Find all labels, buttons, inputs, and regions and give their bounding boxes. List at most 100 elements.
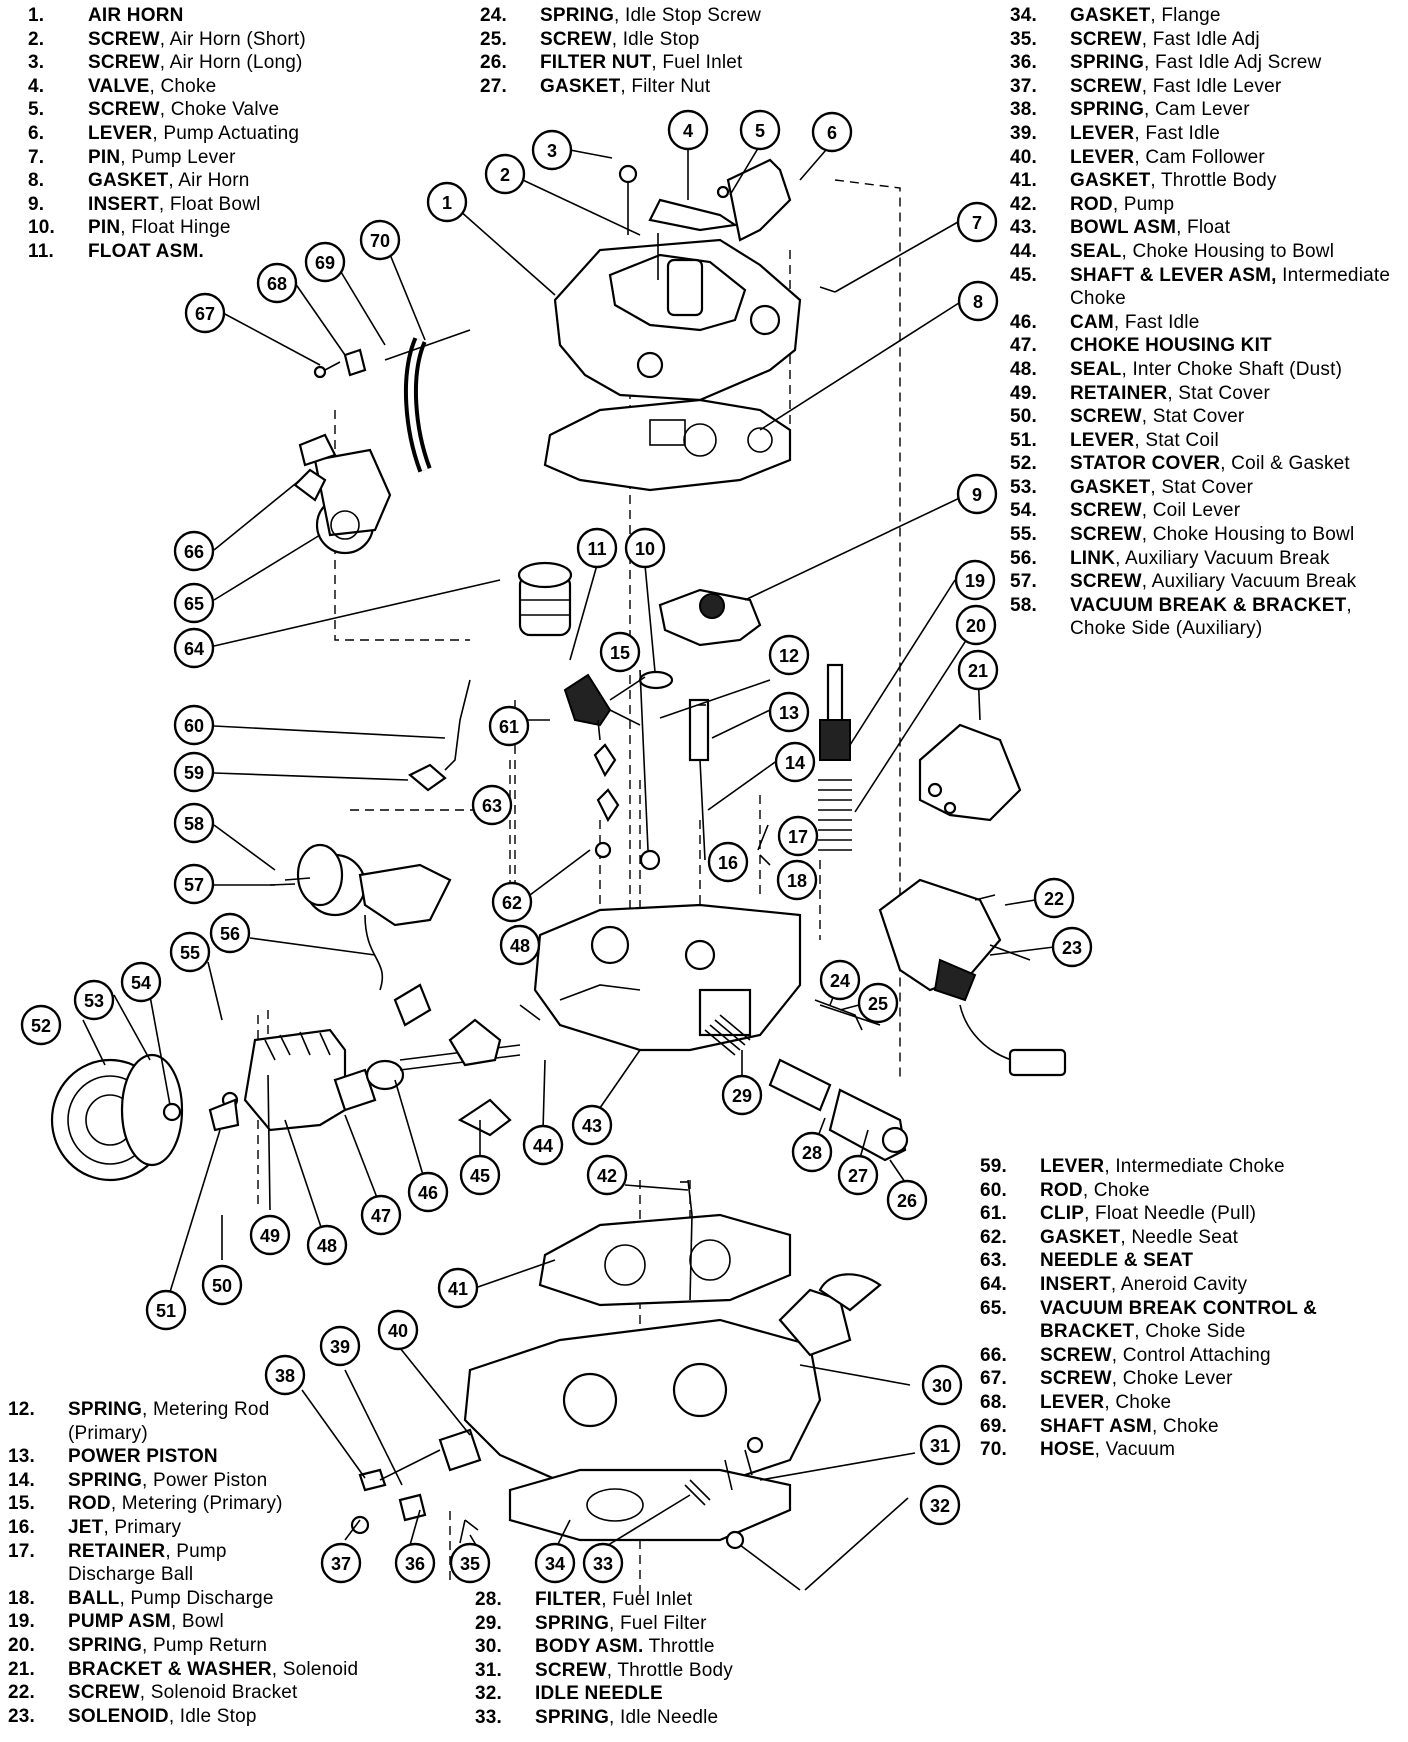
callout-58: 58 bbox=[173, 802, 215, 844]
intermediate-choke-lever bbox=[408, 763, 447, 792]
legend-part-desc: , Cam Lever bbox=[1144, 99, 1250, 121]
legend-part-name: LINK bbox=[1070, 547, 1116, 569]
intermediate-choke-shaft-part bbox=[393, 983, 521, 1137]
legend-part-desc: , Choke Side (Auxiliary) bbox=[1070, 594, 1352, 640]
svg-text:65: 65 bbox=[184, 594, 204, 614]
legend-item-64: 64.INSERT, Aneroid Cavity bbox=[980, 1273, 1400, 1297]
bowl-pump-part bbox=[818, 663, 852, 851]
legend-part-desc: , Fuel Inlet bbox=[601, 1589, 693, 1610]
svg-text:8: 8 bbox=[973, 292, 983, 312]
legend-item-20: 20.SPRING, Pump Return bbox=[8, 1634, 428, 1658]
legend-item-54: 54.SCREW, Coil Lever bbox=[1010, 499, 1405, 523]
legend-number: 24. bbox=[480, 5, 508, 26]
legend-item-28: 28.FILTER, Fuel Inlet bbox=[475, 1588, 835, 1612]
legend-number: 38. bbox=[1010, 99, 1038, 121]
vacuum-break-control-part bbox=[293, 433, 392, 555]
svg-text:23: 23 bbox=[1062, 938, 1082, 958]
legend-part-desc: , Primary bbox=[103, 1516, 182, 1538]
svg-text:3: 3 bbox=[547, 141, 557, 161]
callout-68: 68 bbox=[256, 262, 298, 304]
callout-badges: 1 2 3 4 5 6 7 8 9 10 11 12 13 14 15 16 1… bbox=[20, 109, 1093, 1584]
legend-part-name: ROD bbox=[1040, 1179, 1083, 1201]
legend-number: 29. bbox=[475, 1612, 503, 1634]
legend-item-7: 7.PIN, Pump Lever bbox=[28, 146, 358, 170]
choke-lever-and-shaft bbox=[313, 329, 471, 379]
callout-19: 19 bbox=[954, 559, 996, 601]
legend-part-desc: , Stat Cover bbox=[1141, 406, 1245, 428]
svg-text:33: 33 bbox=[593, 1554, 613, 1574]
legend-number: 56. bbox=[1010, 547, 1038, 569]
svg-text:45: 45 bbox=[470, 1166, 490, 1186]
legend-item-17: 17.RETAINER, Pump Discharge Ball bbox=[8, 1540, 428, 1587]
legend-number: 30. bbox=[475, 1636, 503, 1658]
callout-39: 39 bbox=[319, 1325, 361, 1367]
legend-part-desc: , Solenoid bbox=[271, 1658, 359, 1680]
svg-text:64: 64 bbox=[184, 639, 204, 659]
legend-item-8: 8.GASKET, Air Horn bbox=[28, 169, 358, 193]
leader-lines bbox=[82, 142, 1055, 1591]
callout-40: 40 bbox=[377, 1309, 419, 1351]
legend-item-26: 26.FILTER NUT, Fuel Inlet bbox=[480, 51, 840, 75]
legend-item-55: 55.SCREW, Choke Housing to Bowl bbox=[1010, 523, 1405, 547]
svg-text:69: 69 bbox=[315, 253, 335, 273]
callout-56: 56 bbox=[209, 912, 251, 954]
legend-part-desc: , Idle Stop bbox=[611, 28, 700, 50]
choke-rod-part bbox=[444, 679, 471, 771]
legend-part-name: SPRING bbox=[540, 5, 615, 26]
callout-42: 42 bbox=[586, 1154, 628, 1196]
legend-item-23: 23.SOLENOID, Idle Stop bbox=[8, 1705, 428, 1729]
legend-part-name: VACUUM BREAK CONTROL & BRACKET bbox=[1040, 1297, 1318, 1343]
callout-15: 15 bbox=[599, 631, 641, 673]
svg-text:44: 44 bbox=[533, 1136, 553, 1156]
vacuum-hose-part bbox=[403, 337, 432, 473]
legend-number: 5. bbox=[28, 99, 45, 121]
legend-part-name: FILTER NUT bbox=[540, 52, 652, 74]
legend-part-name: SOLENOID bbox=[68, 1705, 169, 1727]
callout-9: 9 bbox=[956, 473, 998, 515]
legend-item-68: 68.LEVER, Choke bbox=[980, 1391, 1400, 1415]
callout-61: 61 bbox=[488, 705, 530, 747]
legend-item-22: 22.SCREW, Solenoid Bracket bbox=[8, 1681, 428, 1705]
legend-part-name: PIN bbox=[88, 217, 121, 239]
svg-text:32: 32 bbox=[930, 1496, 950, 1516]
legend-part-name: SCREW bbox=[88, 99, 160, 121]
legend-part-name: SPRING bbox=[68, 1399, 143, 1420]
legend-part-name: SCREW bbox=[535, 1659, 607, 1681]
legend-part-name: SCREW bbox=[1070, 500, 1142, 522]
legend-part-name: SCREW bbox=[1070, 28, 1142, 50]
legend-number: 51. bbox=[1010, 429, 1038, 451]
legend-part-desc: , Vacuum bbox=[1094, 1439, 1176, 1461]
legend-column-2: 24.SPRING, Idle Stop Screw 25.SCREW, Idl… bbox=[480, 4, 840, 98]
legend-number: 41. bbox=[1010, 170, 1038, 192]
legend-item-48: 48.SEAL, Inter Choke Shaft (Dust) bbox=[1010, 358, 1405, 382]
callout-67: 67 bbox=[184, 292, 226, 334]
callout-55: 55 bbox=[169, 931, 211, 973]
legend-part-desc: , Choke Side bbox=[1134, 1321, 1246, 1343]
legend-item-61: 61.CLIP, Float Needle (Pull) bbox=[980, 1202, 1400, 1226]
legend-number: 7. bbox=[28, 146, 45, 168]
legend-number: 65. bbox=[980, 1297, 1008, 1319]
callout-54: 54 bbox=[120, 961, 162, 1003]
svg-text:12: 12 bbox=[779, 646, 799, 666]
svg-text:26: 26 bbox=[897, 1191, 917, 1211]
callout-5: 5 bbox=[739, 109, 781, 151]
legend-number: 8. bbox=[28, 170, 45, 192]
legend-number: 50. bbox=[1010, 406, 1038, 428]
legend-number: 46. bbox=[1010, 311, 1038, 333]
callout-26: 26 bbox=[886, 1179, 928, 1221]
legend-item-52: 52.STATOR COVER, Coil & Gasket bbox=[1010, 452, 1405, 476]
legend-item-42: 42.ROD, Pump bbox=[1010, 193, 1405, 217]
callout-62: 62 bbox=[491, 881, 533, 923]
callout-24: 24 bbox=[819, 959, 861, 1001]
legend-part-desc: , Choke Valve bbox=[159, 99, 280, 121]
legend-number: 59. bbox=[980, 1156, 1008, 1177]
legend-part-name: FLOAT ASM. bbox=[88, 240, 204, 262]
svg-text:43: 43 bbox=[582, 1116, 602, 1136]
legend-item-13: 13.POWER PISTON bbox=[8, 1445, 428, 1469]
aux-vacuum-link bbox=[364, 914, 384, 991]
svg-text:61: 61 bbox=[499, 717, 519, 737]
legend-number: 58. bbox=[1010, 594, 1038, 616]
legend-part-desc: , Metering (Primary) bbox=[110, 1493, 283, 1515]
legend-number: 52. bbox=[1010, 453, 1038, 475]
